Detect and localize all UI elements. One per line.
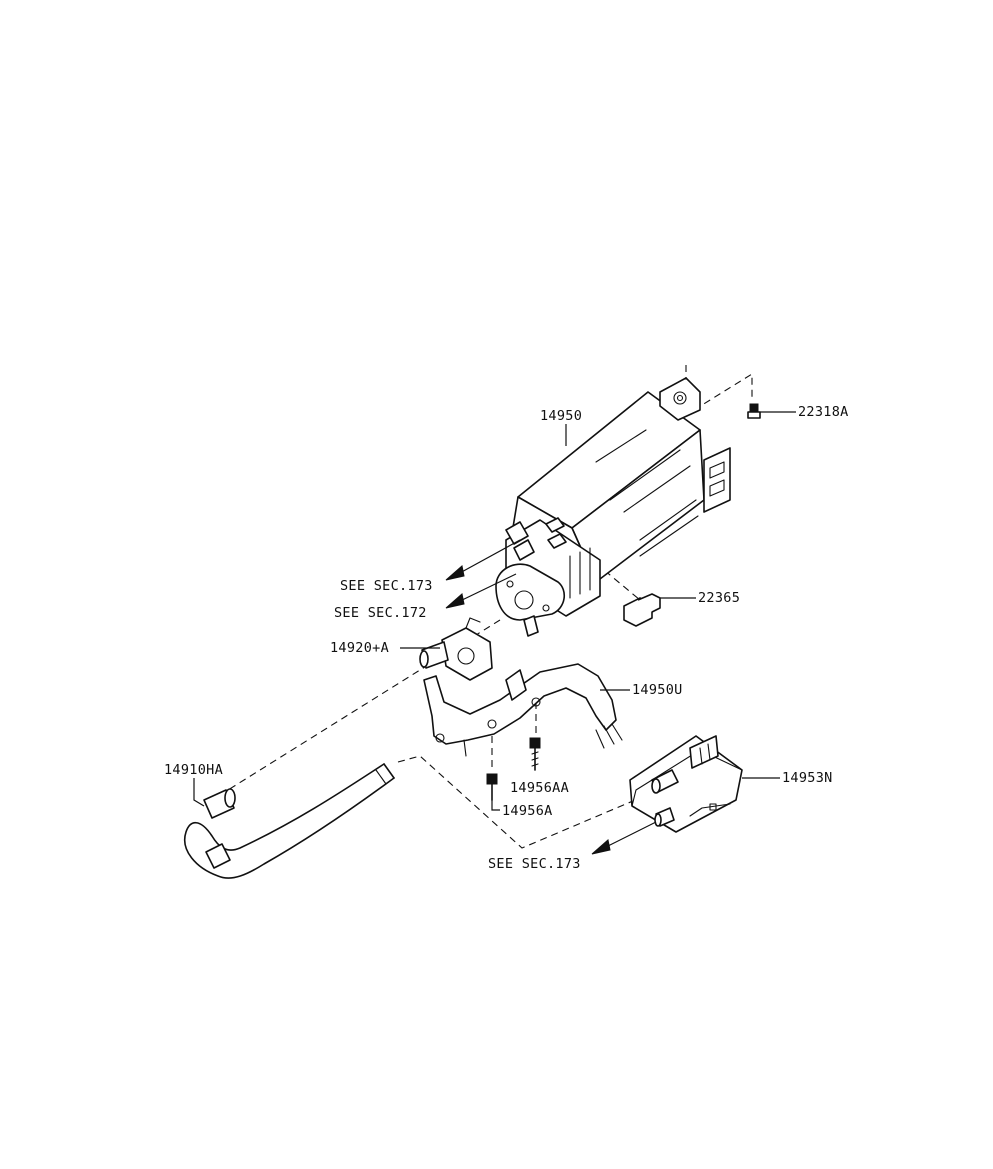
canister-14950[interactable] xyxy=(495,377,731,637)
part-label-14920-A: 14920+A xyxy=(330,640,389,656)
bracket-14950U[interactable] xyxy=(423,663,630,757)
arrow-see-sec-172 xyxy=(445,573,517,609)
part-label-22318A: 22318A xyxy=(798,404,849,420)
hose-14910HA[interactable] xyxy=(183,763,395,879)
part-label-22365: 22365 xyxy=(698,590,740,606)
valve-14920-A[interactable] xyxy=(400,617,493,681)
bolt-22318A[interactable] xyxy=(747,403,796,419)
part-label-14953N: 14953N xyxy=(782,770,833,786)
part-label-14956AA: 14956AA xyxy=(510,780,569,796)
arrow-see-sec-173-lower xyxy=(591,821,657,855)
bolt-14956A[interactable] xyxy=(486,773,500,811)
part-label-14950: 14950 xyxy=(540,408,582,424)
part-label-14956A: 14956A xyxy=(502,803,553,819)
reference-see-sec-173-lower[interactable]: SEE SEC.173 xyxy=(488,856,581,872)
bolt-14956AA[interactable] xyxy=(529,737,541,771)
reference-see-sec-173-upper[interactable]: SEE SEC.173 xyxy=(340,578,433,594)
filter-14953N[interactable] xyxy=(629,735,780,833)
pressure-sensor-22365[interactable] xyxy=(623,593,696,627)
part-label-14910HA: 14910HA xyxy=(164,762,223,778)
reference-see-sec-172[interactable]: SEE SEC.172 xyxy=(334,605,427,621)
arrow-see-sec-173-upper xyxy=(445,539,521,581)
part-label-14950U: 14950U xyxy=(632,682,683,698)
